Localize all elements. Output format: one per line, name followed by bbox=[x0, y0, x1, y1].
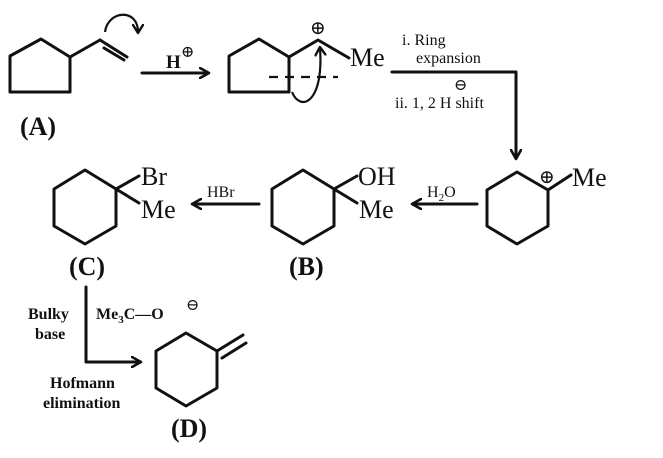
migration-curved-arrow-icon bbox=[290, 48, 320, 103]
b-oh: OH bbox=[358, 162, 396, 191]
base-me: Me bbox=[96, 306, 118, 323]
br-bond bbox=[114, 174, 141, 191]
label-d: (D) bbox=[171, 414, 207, 443]
step5-base-charge: ⊖ bbox=[186, 297, 199, 314]
compound-a: (A) bbox=[8, 13, 138, 141]
step2-hydride-charge: ⊖ bbox=[454, 77, 467, 94]
carbocation1-me: Me bbox=[350, 43, 385, 72]
cyclohexane-ring bbox=[52, 168, 118, 246]
step5-bottom-line1: Hofmann bbox=[50, 375, 115, 392]
cyclohexane-ring bbox=[154, 331, 219, 408]
carbocation-2: Me ⊕ bbox=[485, 163, 607, 246]
step2-line3: ii. 1, 2 H shift bbox=[395, 95, 484, 112]
step3-reagent: H2O bbox=[427, 184, 456, 204]
step2-line1: i. Ring bbox=[402, 32, 446, 49]
bent-reaction-arrow-icon bbox=[390, 70, 516, 158]
oh-bond bbox=[332, 174, 359, 191]
vinyl-single-bond bbox=[68, 38, 102, 59]
carbocation1-charge: ⊕ bbox=[310, 18, 326, 39]
step2-line2: expansion bbox=[416, 50, 481, 67]
cyclopentane-ring bbox=[227, 37, 291, 94]
c-me: Me bbox=[141, 195, 176, 224]
step1-charge: ⊕ bbox=[181, 44, 194, 61]
exocyclic-double-bond bbox=[215, 333, 248, 360]
compound-b: OH Me (B) bbox=[270, 162, 396, 281]
step3-arrow: H2O bbox=[413, 184, 479, 204]
reagent-h: H bbox=[427, 184, 439, 201]
vinyl-double-bond bbox=[98, 38, 129, 62]
step4-reagent: HBr bbox=[207, 184, 235, 201]
step1-reagent: H bbox=[166, 52, 181, 73]
step5-base: Me3C—O bbox=[96, 306, 164, 326]
step1-arrow: H ⊕ bbox=[140, 44, 208, 73]
carbocation2-me: Me bbox=[572, 163, 607, 192]
c-br: Br bbox=[141, 162, 167, 191]
carbocation2-charge: ⊕ bbox=[539, 167, 555, 188]
step5-arrow: Bulky base Me3C—O ⊖ Hofmann elimination bbox=[28, 285, 199, 412]
base-rest: C—O bbox=[124, 306, 164, 323]
carbocation-1: Me ⊕ bbox=[227, 18, 385, 103]
curved-arrow-icon bbox=[103, 13, 138, 32]
me-bond bbox=[114, 187, 141, 205]
base-subscript: 3 bbox=[118, 314, 124, 326]
step5-left-line2: base bbox=[35, 326, 65, 343]
label-a: (A) bbox=[20, 112, 56, 141]
ethyl-cation-chain bbox=[287, 38, 351, 60]
label-b: (B) bbox=[289, 252, 324, 281]
me-bond bbox=[332, 187, 359, 205]
label-c: (C) bbox=[69, 252, 105, 281]
methyl-bond bbox=[546, 173, 573, 192]
step5-left-line1: Bulky bbox=[28, 306, 69, 323]
compound-c: Br Me (C) bbox=[52, 162, 176, 281]
step5-bottom-line2: elimination bbox=[43, 395, 120, 412]
reagent-o: O bbox=[444, 184, 456, 201]
cyclopentane-ring bbox=[8, 37, 72, 94]
reagent-subscript: 2 bbox=[439, 192, 445, 204]
step2-arrow: i. Ring expansion ii. 1, 2 H shift ⊖ bbox=[390, 32, 516, 158]
b-me: Me bbox=[359, 195, 394, 224]
compound-d: (D) bbox=[154, 331, 248, 443]
step4-arrow: HBr bbox=[193, 184, 261, 204]
bent-reaction-arrow-icon bbox=[84, 285, 140, 362]
cyclohexane-ring bbox=[270, 168, 336, 246]
